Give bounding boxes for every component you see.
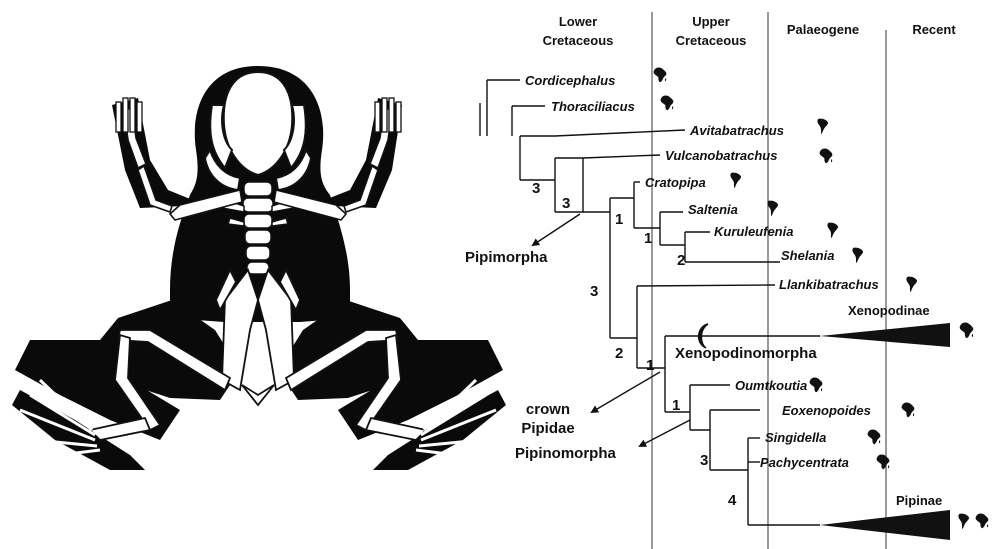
crown-pipidae-arrow: [592, 372, 660, 412]
pipimorpha-arrow: [533, 214, 580, 245]
taxon-kuruleufenia: Kuruleufenia: [714, 224, 793, 239]
clade-pipimorpha: Pipimorpha: [465, 249, 548, 266]
south-america-icon: [852, 248, 863, 263]
period-palaeogene: Palaeogene: [787, 22, 859, 37]
period-recent: Recent: [912, 22, 956, 37]
support-value: 2: [677, 252, 685, 269]
clade-pipinomorpha: Pipinomorpha: [515, 445, 616, 462]
clade-xenopodinomorpha: Xenopodinomorpha: [675, 345, 817, 362]
taxon-pipinae: Pipinae: [896, 493, 942, 508]
support-value: 1: [646, 357, 654, 374]
africa-icon: [868, 429, 881, 444]
africa-icon: [976, 513, 989, 528]
period-upper-cretaceous-line1: Upper: [692, 14, 730, 29]
period-lower-cretaceous-line1: Lower: [559, 14, 597, 29]
support-value: 3: [562, 195, 570, 212]
pipinae-collapsed-clade: [820, 510, 950, 540]
taxon-eoxenopoides: Eoxenopoides: [782, 403, 871, 418]
taxon-singidella: Singidella: [765, 430, 826, 445]
support-value: 4: [728, 492, 737, 509]
africa-icon: [960, 323, 974, 339]
support-value: 3: [590, 283, 598, 300]
support-value: 1: [672, 397, 680, 414]
taxon-pachycentrata: Pachycentrata: [760, 455, 849, 470]
africa-icon: [654, 67, 667, 82]
taxon-oumtkoutia: Oumtkoutia: [735, 378, 807, 393]
south-america-icon: [730, 173, 741, 188]
pipinomorpha-arrow: [640, 420, 690, 446]
support-value: 2: [615, 345, 623, 362]
frog-skeleton-illustration: [12, 66, 506, 470]
phylogeny-diagram: Lower Cretaceous Upper Cretaceous Palaeo…: [465, 12, 988, 549]
period-lower-cretaceous-line2: Cretaceous: [543, 33, 614, 48]
africa-icon: [820, 148, 833, 163]
africa-icon: [902, 402, 915, 417]
taxon-vulcanobatrachus: Vulcanobatrachus: [665, 148, 777, 163]
africa-icon: [661, 95, 674, 110]
xenopodinae-collapsed-clade: [820, 323, 950, 347]
taxon-llankibatrachus: Llankibatrachus: [779, 277, 879, 292]
clade-crown-pipidae-line2: Pipidae: [521, 420, 574, 437]
taxon-xenopodinae: Xenopodinae: [848, 303, 930, 318]
south-america-icon: [817, 119, 828, 134]
africa-icon: [810, 377, 823, 392]
period-upper-cretaceous-line2: Cretaceous: [676, 33, 747, 48]
taxon-shelania: Shelania: [781, 248, 834, 263]
south-america-icon: [767, 201, 778, 216]
south-america-icon: [827, 223, 838, 238]
clade-crown-pipidae-line1: crown: [526, 401, 570, 418]
africa-icon: [877, 454, 890, 469]
support-value: 3: [700, 452, 708, 469]
taxon-cratopipa: Cratopipa: [645, 175, 706, 190]
support-value: 3: [532, 180, 540, 197]
south-america-icon: [906, 277, 917, 292]
taxon-cordicephalus: Cordicephalus: [525, 73, 615, 88]
taxon-thoraciliacus: Thoraciliacus: [551, 99, 635, 114]
support-value: 1: [615, 211, 623, 228]
taxon-avitabatrachus: Avitabatrachus: [689, 123, 784, 138]
south-america-icon: [958, 514, 969, 529]
taxon-saltenia: Saltenia: [688, 202, 738, 217]
support-value: 1: [644, 230, 652, 247]
